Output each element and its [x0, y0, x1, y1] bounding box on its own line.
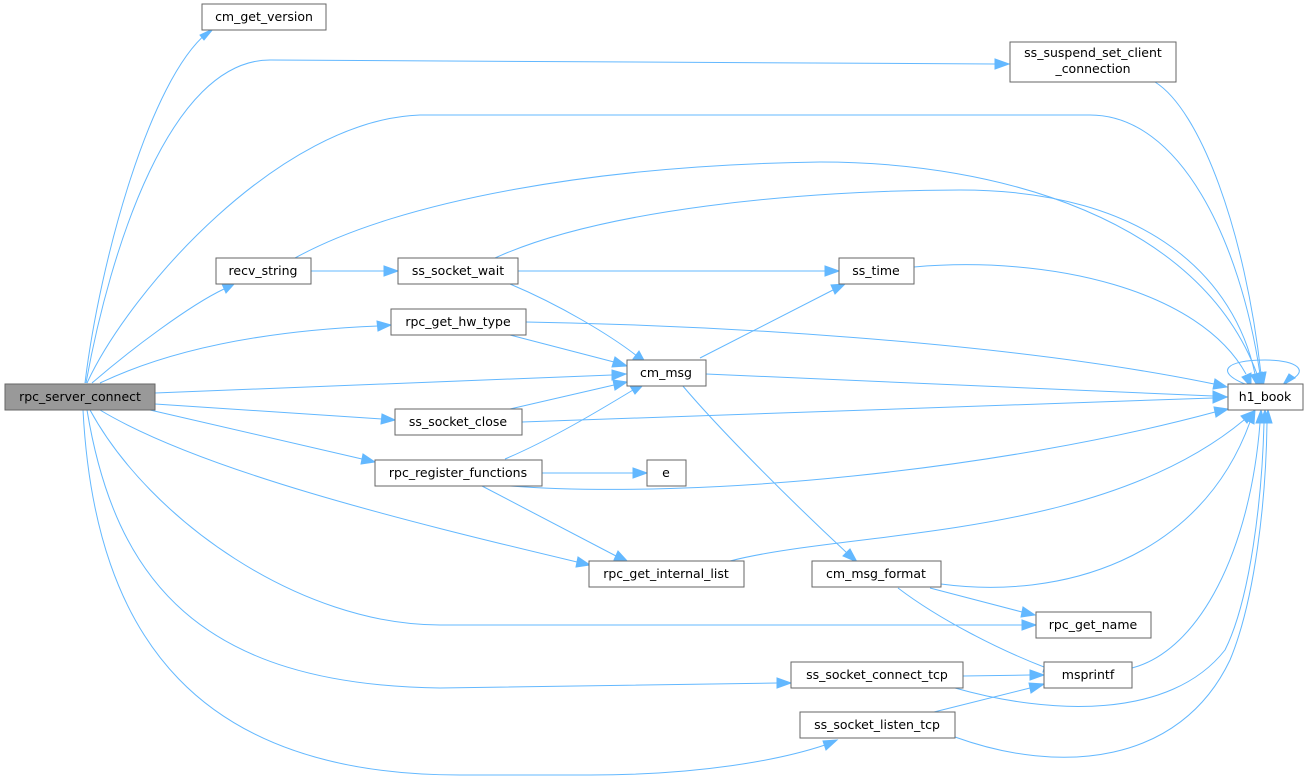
edge-recv-string-to-ss-socket-wait [311, 265, 400, 277]
node-h1-book[interactable]: h1_book [1227, 383, 1304, 411]
edge-ss-socket-close-to-h1-book [521, 392, 1229, 423]
node-label-line-2: _connection [1054, 61, 1130, 76]
node-cm-msg[interactable]: cm_msg [626, 359, 707, 387]
edge-ss-socket-connect-tcp-to-msprintf [962, 669, 1046, 681]
node-label: h1_book [1239, 389, 1292, 404]
edge-cm-msg-format-to-h1-book [940, 408, 1256, 588]
edge-cm-msg-format-to-rpc-get-name [929, 587, 1037, 618]
edge-ss-socket-listen-tcp-to-msprintf [929, 682, 1046, 714]
edge-rpc-server-connect-to-rpc-register-functions [149, 409, 377, 465]
node-label: ss_socket_listen_tcp [814, 717, 940, 732]
edge-rpc-server-connect-to-ss-socket-listen-tcp [82, 409, 839, 776]
edges [82, 28, 1300, 776]
node-ss-socket-listen-tcp[interactable]: ss_socket_listen_tcp [799, 711, 956, 739]
edge-rpc-get-hw-type-to-cm-msg [509, 334, 629, 368]
node-label: e [662, 465, 670, 480]
node-label: ss_time [852, 263, 900, 278]
node-label: cm_get_version [215, 9, 313, 24]
node-label-line-1: ss_suspend_set_client [1024, 45, 1162, 60]
node-ss-socket-close[interactable]: ss_socket_close [394, 408, 523, 436]
node-label: ss_socket_close [409, 414, 507, 429]
edge-rpc-server-connect-to-rpc-get-hw-type [99, 320, 393, 384]
node-label: cm_msg [640, 365, 692, 380]
edge-cm-msg-to-cm-msg-format [681, 384, 859, 564]
edge-rpc-server-connect-to-recv-string [91, 282, 237, 384]
node-rpc-register-functions[interactable]: rpc_register_functions [374, 459, 543, 487]
node-label: recv_string [229, 263, 298, 278]
edge-rpc-server-connect-to-h1-book-1 [86, 114, 1266, 389]
node-rpc-get-name[interactable]: rpc_get_name [1035, 611, 1152, 639]
node-e[interactable]: e [646, 459, 687, 487]
edge-rpc-register-functions-to-h1-book [509, 406, 1230, 490]
node-label: cm_msg_format [826, 566, 926, 581]
edge-rpc-server-connect-to-rpc-get-internal-list [99, 409, 592, 568]
edge-ss-time-to-h1-book [913, 264, 1252, 389]
edge-ss-socket-wait-to-cm-msg [509, 283, 648, 365]
node-label: rpc_get_name [1049, 617, 1138, 632]
edge-rpc-get-hw-type-to-h1-book [525, 321, 1229, 390]
node-ss-suspend-set-client-connection[interactable]: ss_suspend_set_client _connection [1009, 41, 1177, 83]
node-ss-socket-wait[interactable]: ss_socket_wait [397, 257, 519, 285]
edge-cm-msg-to-h1-book [705, 373, 1229, 402]
edge-ss-socket-close-to-cm-msg [509, 379, 629, 410]
node-label: msprintf [1062, 667, 1115, 682]
node-rpc-server-connect[interactable]: rpc_server_connect [4, 383, 156, 411]
edge-rpc-server-connect-to-ss-suspend [85, 58, 1011, 384]
node-label: rpc_get_hw_type [405, 314, 511, 329]
node-label: rpc_register_functions [389, 465, 527, 480]
nodes: rpc_server_connect cm_get_version ss_sus… [4, 3, 1304, 739]
node-label: ss_socket_wait [412, 263, 504, 278]
node-rpc-get-internal-list[interactable]: rpc_get_internal_list [588, 560, 745, 588]
edge-ss-suspend-to-h1-book [1154, 81, 1267, 389]
edge-ss-socket-wait-to-h1-book [494, 189, 1261, 389]
edge-rpc-server-connect-to-rpc-get-name [89, 409, 1038, 631]
node-label: rpc_get_internal_list [603, 566, 729, 581]
edge-rpc-server-connect-to-cm-get-version [84, 28, 214, 384]
edge-h1-book-self-loop [1227, 359, 1300, 387]
edge-ss-socket-listen-tcp-to-h1-book [954, 408, 1273, 758]
node-cm-msg-format[interactable]: cm_msg_format [811, 560, 942, 588]
node-label: rpc_server_connect [19, 389, 141, 404]
node-rpc-get-hw-type[interactable]: rpc_get_hw_type [390, 308, 527, 336]
node-label: ss_socket_connect_tcp [806, 667, 948, 682]
edge-msprintf-to-h1-book [1131, 408, 1266, 669]
node-cm-get-version[interactable]: cm_get_version [201, 3, 327, 31]
node-ss-time[interactable]: ss_time [838, 257, 915, 285]
edge-rpc-server-connect-to-ss-socket-close [154, 403, 397, 425]
node-ss-socket-connect-tcp[interactable]: ss_socket_connect_tcp [790, 661, 964, 689]
edge-rpc-server-connect-to-ss-socket-connect-tcp [86, 409, 793, 689]
node-recv-string[interactable]: recv_string [215, 257, 312, 285]
edge-rpc-register-functions-to-e [542, 467, 649, 479]
edge-cm-msg-to-ss-time [699, 283, 847, 359]
node-msprintf[interactable]: msprintf [1043, 661, 1133, 689]
edge-rpc-register-functions-to-rpc-get-internal-list [481, 485, 630, 563]
edge-ss-socket-wait-to-ss-time [518, 265, 841, 277]
edge-rpc-get-internal-list-to-h1-book [729, 410, 1256, 562]
edge-rpc-server-connect-to-cm-msg [154, 369, 628, 394]
